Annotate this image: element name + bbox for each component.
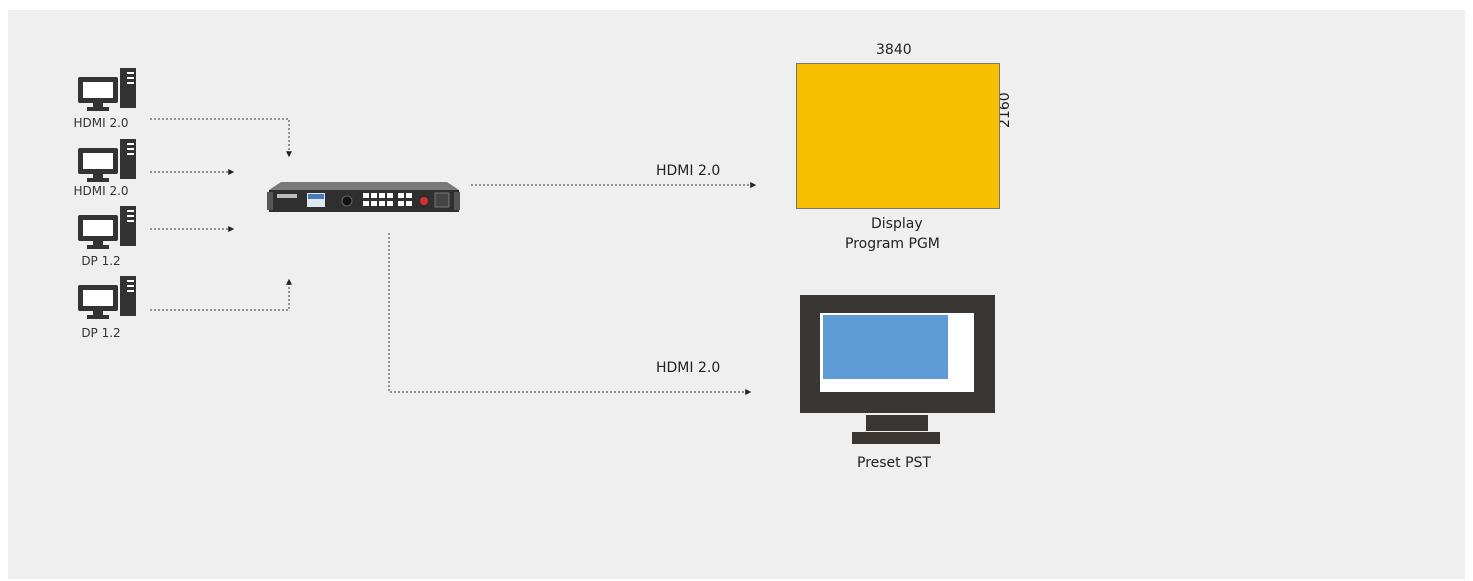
program-subtitle: Program PGM bbox=[845, 236, 940, 252]
source-label: HDMI 2.0 bbox=[73, 116, 129, 130]
preset-connection-label: HDMI 2.0 bbox=[656, 360, 721, 376]
line-source-4 bbox=[150, 278, 292, 311]
program-title: Display bbox=[871, 216, 923, 232]
desktop-computer-icon bbox=[76, 275, 138, 324]
desktop-computer-icon bbox=[76, 205, 138, 254]
video-processor-icon bbox=[267, 182, 460, 218]
diagram-panel bbox=[8, 10, 1465, 579]
desktop-computer-icon bbox=[76, 138, 138, 187]
preset-title: Preset PST bbox=[857, 455, 931, 471]
source-label: DP 1.2 bbox=[81, 254, 121, 268]
source-label: HDMI 2.0 bbox=[73, 184, 129, 198]
line-source-1 bbox=[150, 118, 292, 158]
monitor-icon bbox=[800, 295, 995, 451]
program-display-screen bbox=[796, 63, 1000, 209]
desktop-computer-icon bbox=[76, 67, 138, 116]
program-connection-label: HDMI 2.0 bbox=[656, 163, 721, 179]
line-preset-output bbox=[388, 233, 752, 395]
source-label: DP 1.2 bbox=[81, 326, 121, 340]
program-width-label: 3840 bbox=[876, 42, 912, 58]
